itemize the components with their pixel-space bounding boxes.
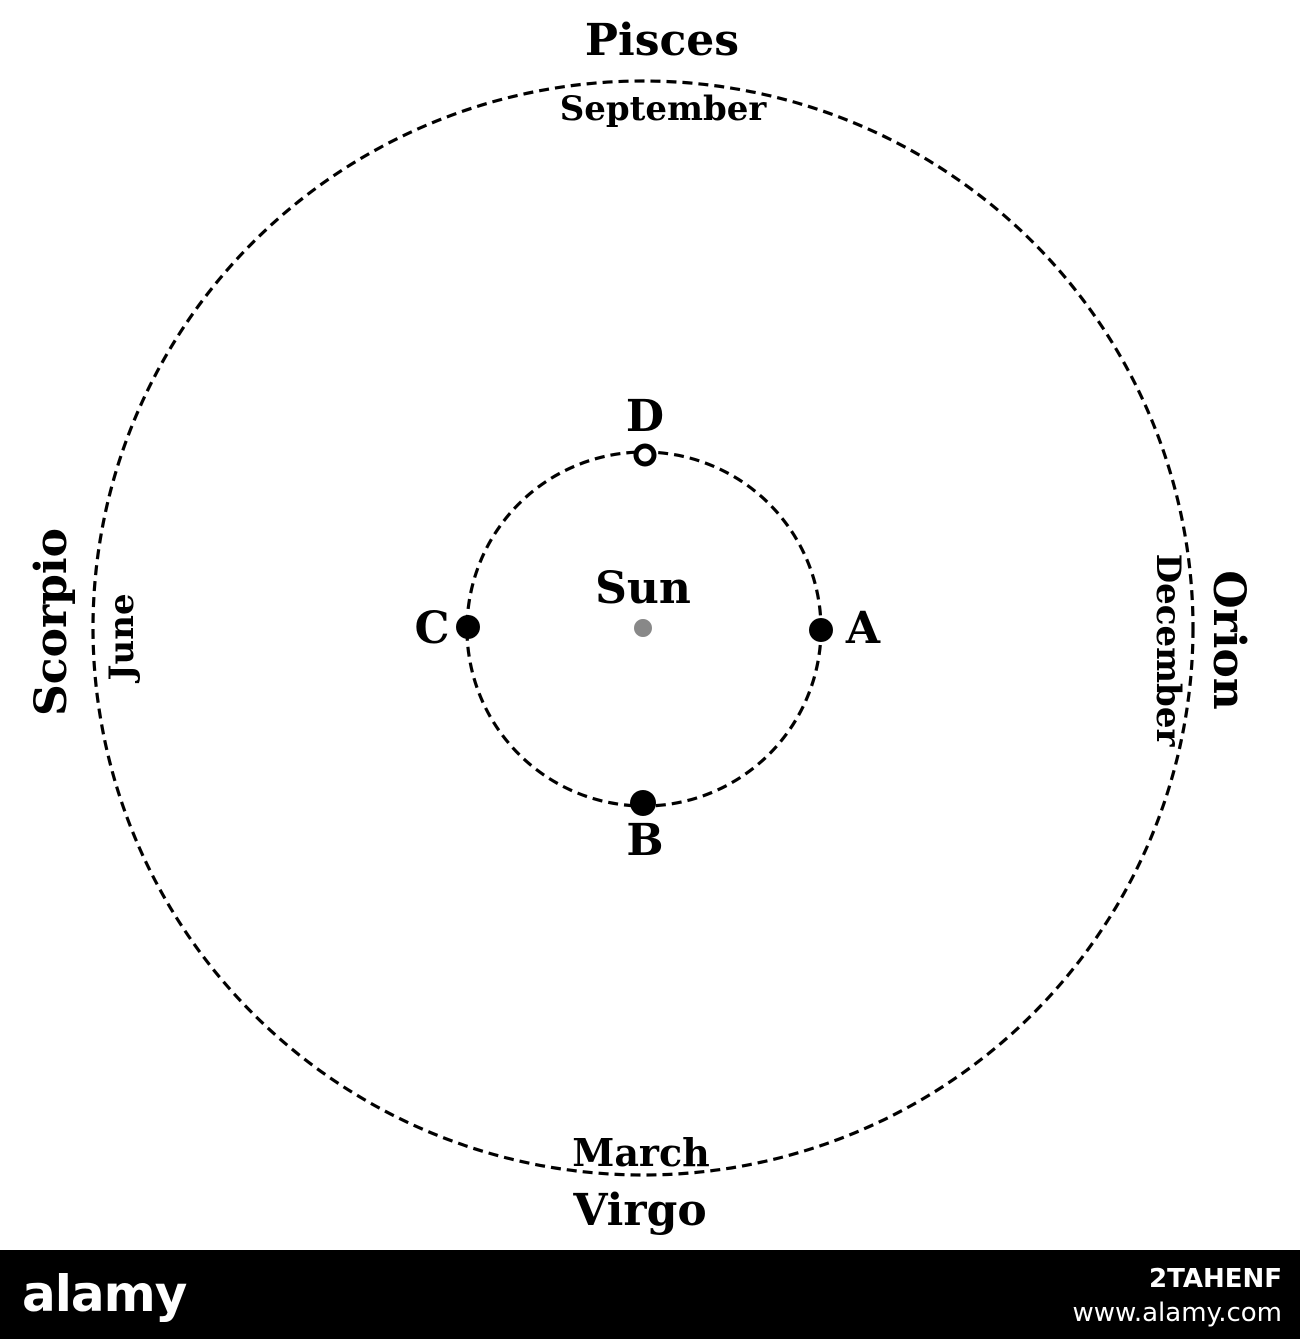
point-a-marker — [809, 618, 833, 642]
alamy-logo: alamy — [22, 1265, 187, 1323]
watermark-info: 2TAHENF www.alamy.com — [1072, 1262, 1282, 1330]
image-id-text: 2TAHENF — [1149, 1264, 1282, 1294]
orion-label: Orion — [1203, 570, 1254, 710]
virgo-label: Virgo — [572, 1185, 706, 1236]
march-label: March — [572, 1130, 709, 1175]
point-b-marker — [630, 790, 656, 816]
june-label: June — [102, 593, 142, 683]
point-a-label: A — [845, 603, 881, 654]
point-b-label: B — [626, 815, 663, 866]
point-c-marker — [456, 615, 480, 639]
point-c-label: C — [414, 603, 449, 654]
orbit-diagram: Sun A B C D Pisces September March Virgo… — [26, 15, 1254, 1236]
sun-marker — [634, 619, 652, 637]
sun-label: Sun — [595, 563, 691, 614]
pisces-label: Pisces — [585, 15, 739, 66]
outer-orbit — [91, 79, 1195, 1177]
december-label: December — [1148, 554, 1188, 748]
watermark-bar: alamy 2TAHENF www.alamy.com — [0, 1250, 1300, 1339]
scorpio-label: Scorpio — [26, 528, 77, 716]
point-d-marker — [633, 443, 657, 467]
point-d-label: D — [626, 391, 664, 442]
september-label: September — [560, 89, 768, 129]
site-url-text: www.alamy.com — [1072, 1298, 1282, 1328]
